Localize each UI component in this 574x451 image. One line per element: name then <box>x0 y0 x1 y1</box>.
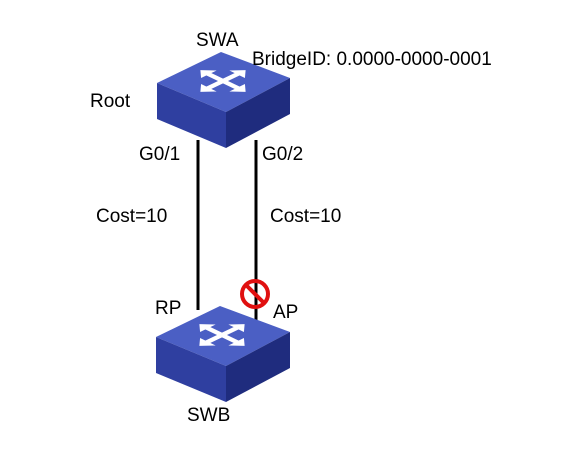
port-g01-label: G0/1 <box>139 144 181 165</box>
switch-icon-swa <box>157 52 290 148</box>
link-g01-cost-label: Cost=10 <box>96 206 168 227</box>
swa-name-label: SWA <box>196 30 239 51</box>
swa-role-label: Root <box>90 91 131 112</box>
swa-bridge-id-label: BridgeID: 0.0000-0000-0001 <box>252 49 492 70</box>
port-g02-label: G0/2 <box>262 144 304 165</box>
swb-name-label: SWB <box>187 405 231 426</box>
link-g02-cost-label: Cost=10 <box>270 206 342 227</box>
switch-arrows-icon <box>200 70 246 92</box>
switch-arrows-icon <box>199 324 245 346</box>
blocked-port-icon <box>240 279 270 309</box>
switch-icon-swb <box>156 306 290 402</box>
alternate-port-label: AP <box>273 302 299 323</box>
root-port-label: RP <box>155 298 182 319</box>
